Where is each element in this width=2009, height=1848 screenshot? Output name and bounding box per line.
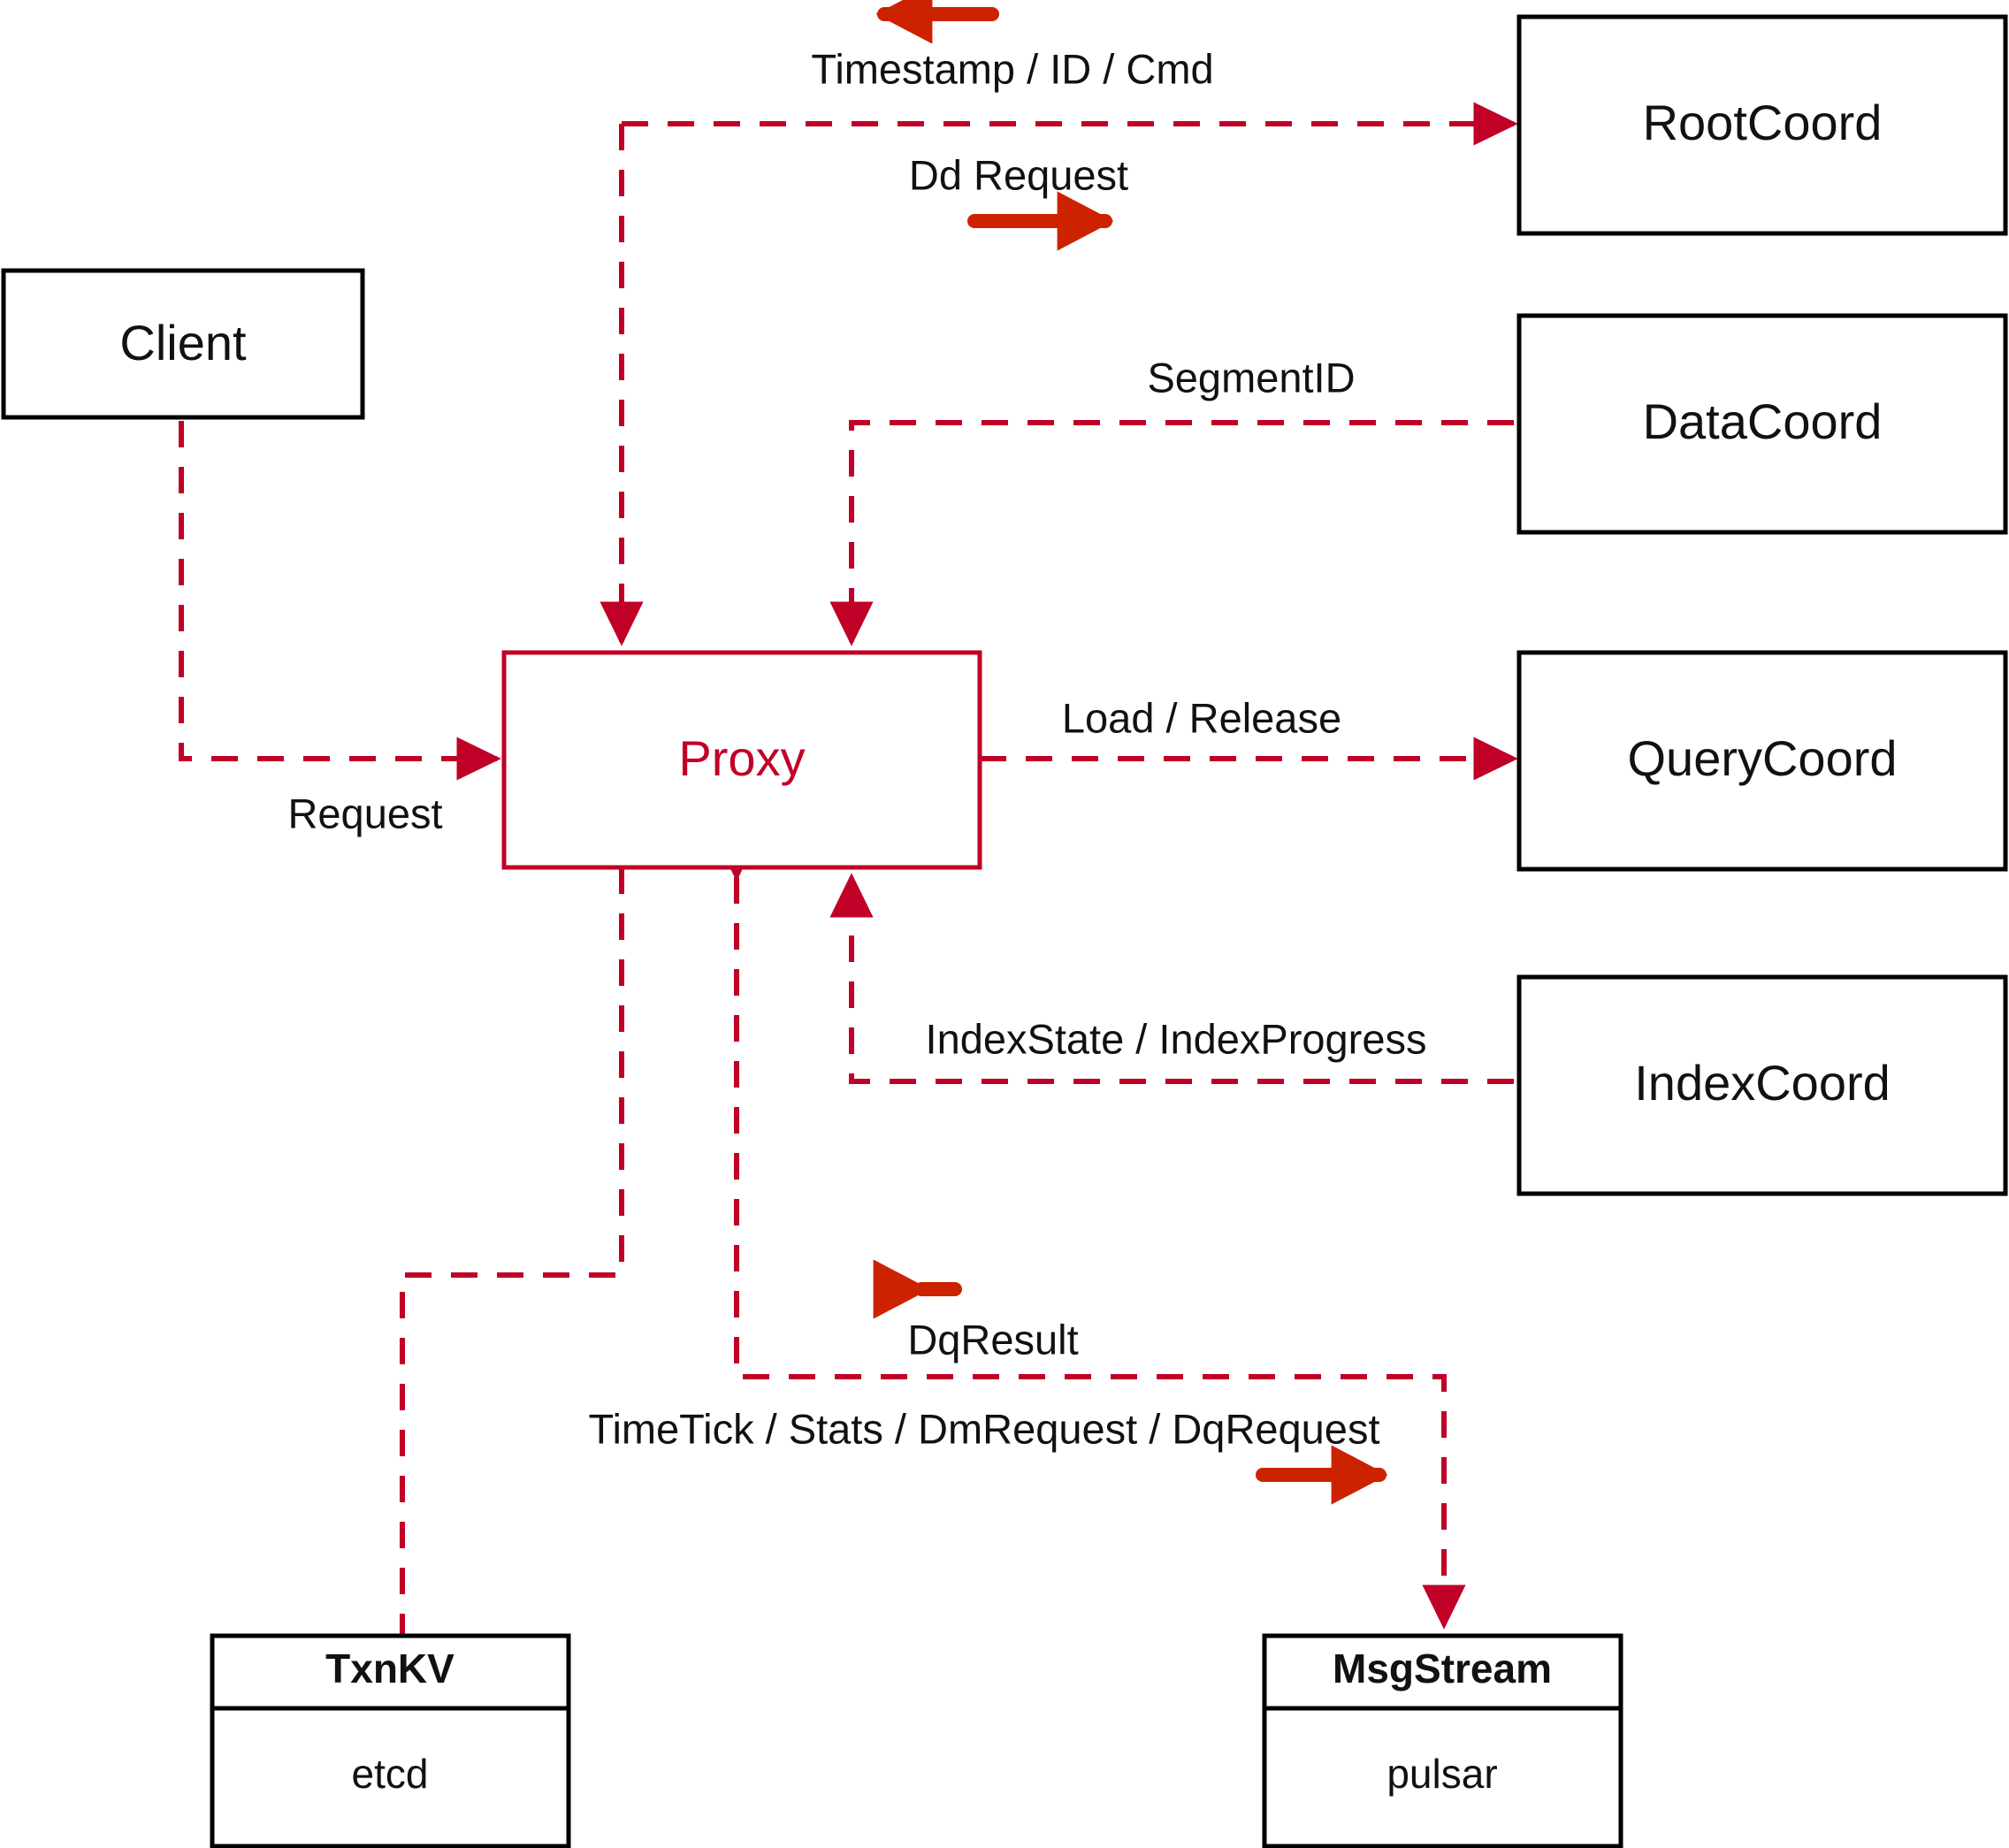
edge-label-segmentid: SegmentID	[1147, 354, 1355, 401]
node-proxy[interactable]	[501, 650, 982, 870]
flow-client-to-proxy	[179, 421, 501, 781]
flow-proxy-to-msgstream	[714, 836, 1466, 1630]
node-querycoord-label: QueryCoord	[1627, 730, 1897, 786]
node-msgstream-label: MsgStream	[1333, 1646, 1552, 1691]
node-datacoord-label: DataCoord	[1643, 393, 1883, 449]
node-txnkv[interactable]	[210, 1633, 571, 1848]
edge-label-load-release: Load / Release	[1062, 694, 1341, 741]
node-indexcoord-label: IndexCoord	[1634, 1055, 1891, 1111]
node-rootcoord-label: RootCoord	[1643, 95, 1883, 150]
flow-proxy-to-txnkv	[400, 867, 624, 1636]
node-txnkv-label: TxnKV	[325, 1646, 455, 1691]
node-msgstream[interactable]	[1262, 1633, 1623, 1848]
edge-label-request: Request	[287, 790, 442, 836]
node-proxy-label: Proxy	[678, 730, 805, 786]
edge-label-dqresult: DqResult	[907, 1316, 1078, 1363]
edge-label-timestamp: Timestamp / ID / Cmd	[811, 45, 1213, 92]
edge-label-index-state: IndexState / IndexProgress	[926, 1015, 1427, 1062]
node-client-label: Client	[119, 315, 247, 370]
flow-datacoord-to-proxy	[829, 420, 1514, 646]
node-querycoord[interactable]	[1516, 650, 2008, 872]
node-rootcoord[interactable]	[1516, 14, 2008, 236]
node-msgstream-impl: pulsar	[1386, 1751, 1497, 1797]
node-client[interactable]	[1, 268, 365, 420]
node-indexcoord[interactable]	[1516, 974, 2008, 1196]
edge-label-timetick: TimeTick / Stats / DmRequest / DqRequest	[588, 1405, 1379, 1452]
edge-label-dd-request: Dd Request	[909, 151, 1128, 198]
node-datacoord[interactable]	[1516, 313, 2008, 535]
node-txnkv-impl: etcd	[352, 1751, 429, 1797]
